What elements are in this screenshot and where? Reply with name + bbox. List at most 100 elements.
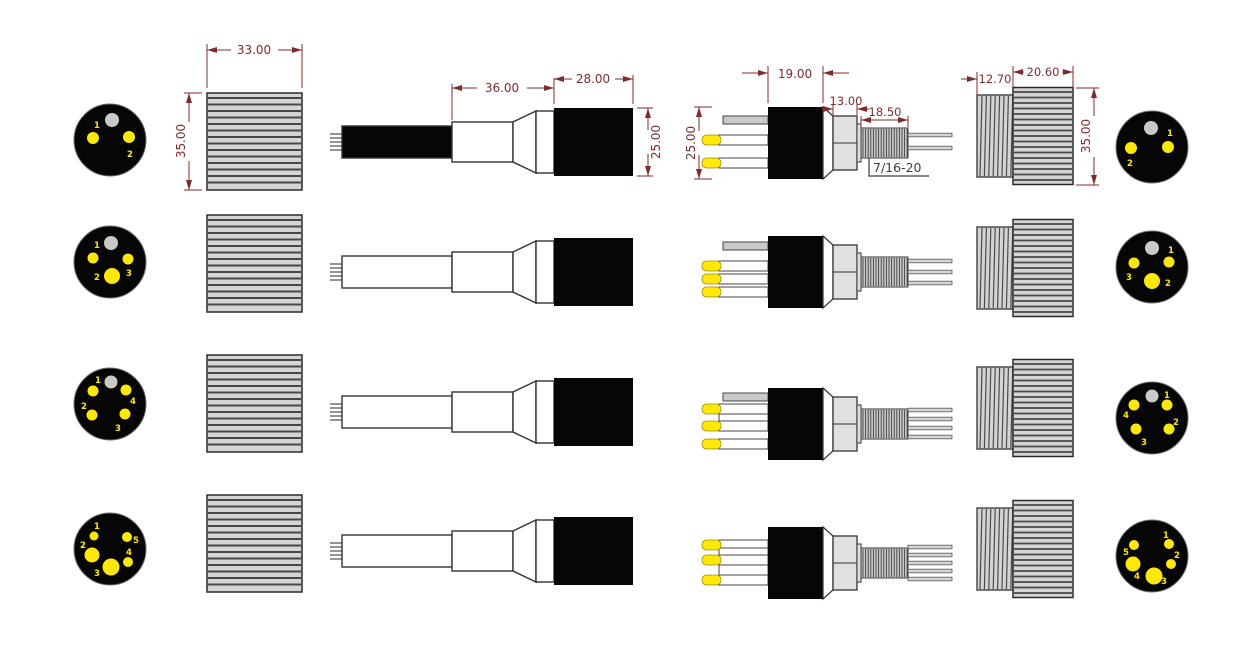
receptacle-pin-tip: [701, 554, 722, 566]
pin-number-label: 5: [133, 536, 139, 546]
pin-contact: [123, 557, 133, 567]
ring-thread-lines: [979, 508, 1014, 590]
pin-number-label: 1: [1164, 391, 1170, 401]
plug-neck: [535, 110, 555, 174]
plug-taper: [512, 109, 537, 175]
receptacle-pin-tip: [701, 286, 722, 298]
row-3-receptacle: [701, 386, 953, 462]
receptacle-pin-shaft: [718, 134, 769, 146]
pin-number-label: 1: [94, 241, 100, 251]
key-pin: [1144, 121, 1158, 135]
plug-taper: [512, 379, 537, 445]
receptacle-wire: [907, 425, 953, 431]
receptacle-pin-tip: [701, 574, 722, 586]
pin-number-label: 2: [127, 150, 133, 160]
plug-lead-wires: [330, 133, 346, 151]
pin-contact: [1144, 273, 1160, 289]
pin-contact: [1161, 399, 1173, 411]
row-4-locknut: [976, 499, 1074, 599]
key-pin: [104, 236, 118, 250]
row-2-receptacle: [701, 234, 953, 310]
plug-head-block: [554, 238, 633, 306]
row-2-face-right: 123: [1115, 230, 1189, 304]
cap-knurl-ribs: [208, 219, 301, 306]
receptacle-wire: [907, 269, 953, 275]
plug-lead-wires: [330, 542, 346, 560]
receptacle-thread: [860, 127, 909, 159]
pin-contact: [87, 252, 99, 264]
pin-number-label: 2: [80, 541, 86, 551]
pin-contact: [1163, 423, 1175, 435]
dim-locknut-height-text: 35.00: [1079, 119, 1093, 153]
pin-contact: [1166, 559, 1176, 569]
receptacle-pin-shaft: [718, 564, 769, 576]
row-2-cap: [206, 214, 303, 313]
dim-locknut-thread-text: 12.70: [979, 72, 1012, 86]
row-2-plug: [330, 238, 633, 306]
dim-plug-height-text: 25.00: [649, 125, 663, 159]
pin-contact: [122, 532, 132, 542]
plug-head-block: [554, 378, 633, 446]
receptacle-taper: [822, 525, 834, 601]
receptacle-pin-shaft: [718, 286, 769, 298]
pin-number-label: 2: [1173, 418, 1179, 428]
dim-locknut-thread: 12.70: [961, 72, 1011, 96]
pin-contact: [1163, 256, 1175, 268]
thread-ridges: [862, 258, 908, 286]
plug-body: [451, 121, 514, 163]
receptacle-pin-shaft: [718, 438, 769, 450]
pin-contact: [84, 547, 100, 563]
receptacle-wire: [907, 544, 953, 550]
connector-face-circle: [1115, 230, 1189, 304]
receptacle-thread: [860, 408, 909, 440]
pin-number-label: 2: [94, 273, 100, 283]
plug-cable: [341, 395, 453, 429]
pin-number-label: 3: [1161, 577, 1167, 587]
dim-recep-thread-text: 18.50: [869, 105, 902, 119]
receptacle-taper: [822, 386, 834, 462]
receptacle-taper: [822, 234, 834, 310]
receptacle-step: [856, 543, 862, 583]
thread-ridges: [862, 129, 908, 157]
dim-locknut-width: 20.60: [1012, 65, 1074, 87]
row-1-face-left: 12: [73, 103, 147, 177]
connector-face-circle: [1115, 519, 1189, 593]
thread-ridges: [862, 410, 908, 438]
pin-number-label: 3: [1141, 438, 1147, 448]
receptacle-pin-tip: [701, 157, 722, 169]
pin-number-label: 2: [81, 402, 87, 412]
row-1: 12 12: [73, 86, 1189, 191]
receptacle-wire: [907, 568, 953, 574]
pin-contact: [123, 131, 135, 143]
dim-recep-height: 25.00: [684, 106, 712, 180]
receptacle-wire: [907, 145, 953, 151]
key-pin: [105, 113, 119, 127]
receptacle-step: [856, 252, 862, 292]
dim-plug-block-text: 28.00: [576, 72, 610, 86]
receptacle-wire: [907, 132, 953, 138]
plug-cable: [341, 534, 453, 568]
pin-contact: [120, 384, 132, 396]
row-4-receptacle: [701, 525, 953, 601]
pin-contact: [1128, 257, 1140, 269]
pin-number-label: 3: [1126, 273, 1132, 283]
receptacle-pin-tip: [701, 539, 722, 551]
pin-number-label: 2: [1127, 159, 1133, 169]
dim-cap-height: 35.00: [174, 92, 202, 191]
receptacle-pin-tip: [701, 260, 722, 272]
plug-body: [451, 530, 514, 572]
receptacle-wire: [907, 416, 953, 422]
receptacle-step: [856, 123, 862, 163]
receptacle-wire: [907, 407, 953, 413]
receptacle-pin-tip: [701, 134, 722, 146]
pin-number-label: 5: [1123, 548, 1129, 558]
plug-body: [451, 391, 514, 433]
receptacle-wire: [907, 280, 953, 286]
receptacle-pin-tip: [701, 403, 722, 415]
pin-contact: [87, 132, 99, 144]
pin-number-label: 1: [94, 121, 100, 131]
receptacle-wire: [907, 576, 953, 582]
